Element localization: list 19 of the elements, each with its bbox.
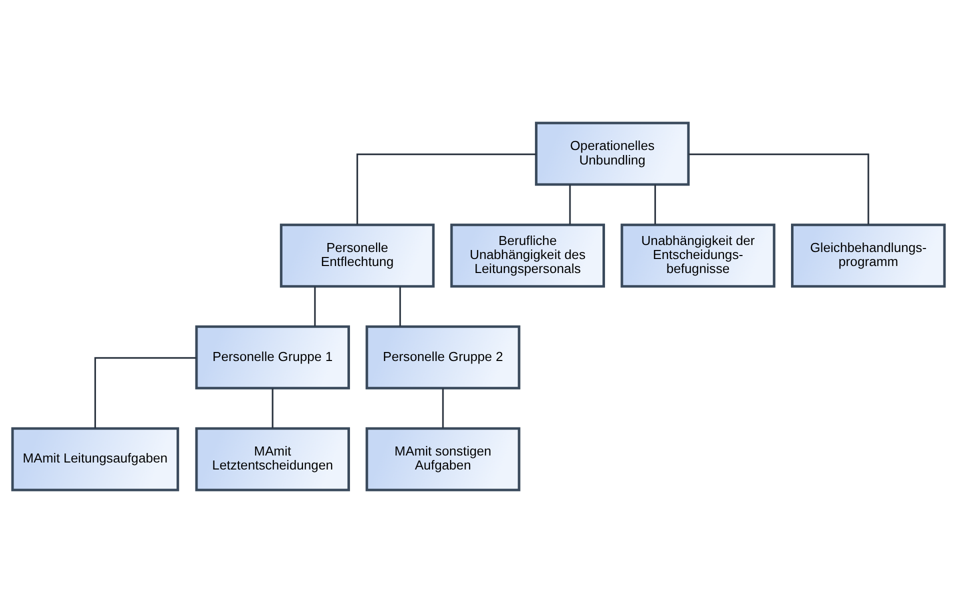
- connector: [569, 184, 571, 225]
- node-box: MAmit Letztentscheidungen: [195, 427, 350, 492]
- connector: [688, 153, 870, 225]
- node-box: MAmit Leitungsaufgaben: [11, 427, 180, 492]
- node-box: Unabhängigkeit der Entscheidungs- befugnisse: [620, 224, 776, 288]
- node-box: Personelle Entflechtung: [280, 224, 435, 288]
- node-box: MAmit sonstigen Aufgaben: [366, 427, 520, 492]
- connector: [314, 286, 316, 326]
- connector: [356, 153, 536, 225]
- node-box: Personelle Gruppe 1: [195, 325, 350, 390]
- node-box: Personelle Gruppe 2: [366, 325, 520, 390]
- node-box: Gleichbehandlungs- programm: [791, 224, 946, 288]
- connector: [94, 357, 196, 428]
- node-box: Operationelles Unbundling: [534, 122, 690, 186]
- connector: [399, 286, 401, 326]
- connector: [442, 388, 444, 428]
- node-box: Berufliche Unabhängigkeit des Leitungspersonals: [450, 224, 605, 288]
- connector: [654, 184, 656, 225]
- connector: [272, 388, 274, 428]
